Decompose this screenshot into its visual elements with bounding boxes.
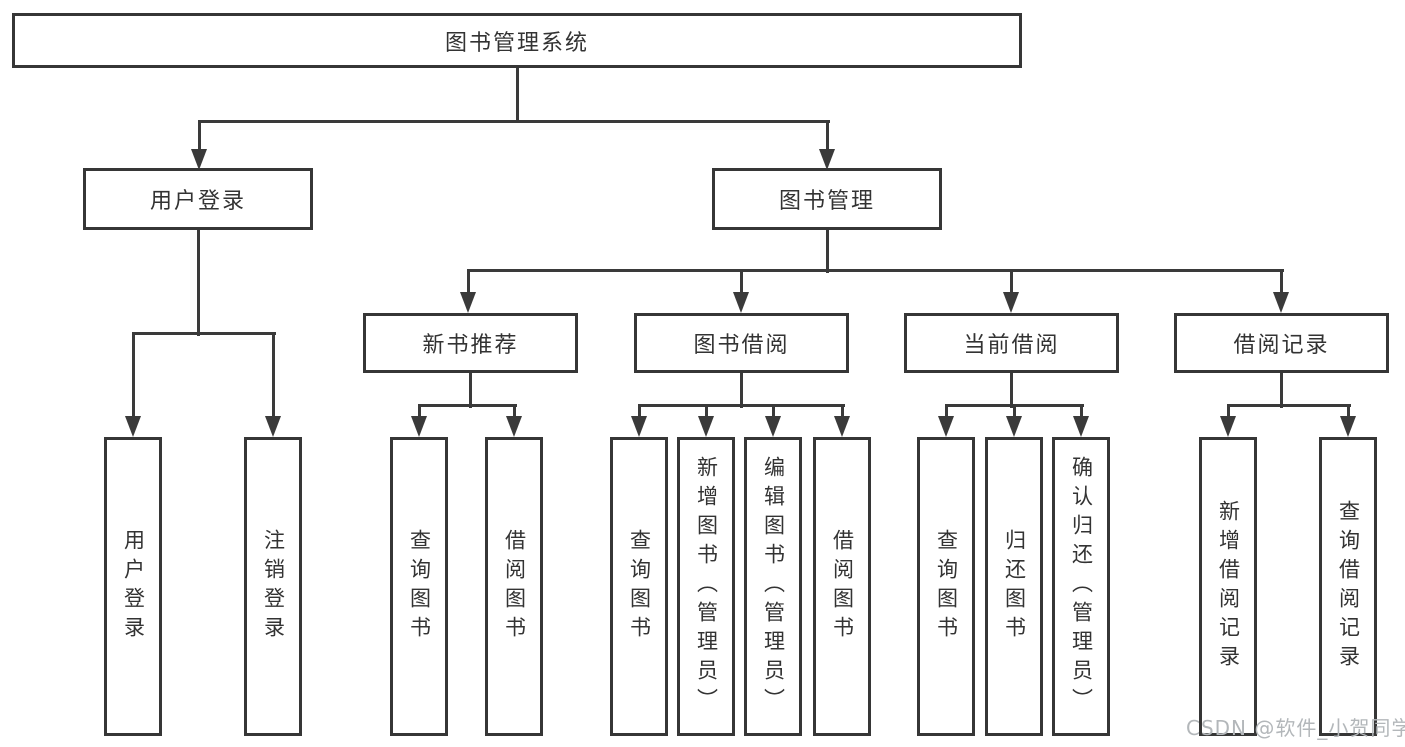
leaf-user-login: 用户登录: [104, 437, 162, 736]
arrowhead-down-icon: [698, 416, 714, 437]
connector-line-vertical: [637, 405, 641, 417]
arrowhead-down-icon: [733, 292, 749, 313]
connector-line-vertical: [1012, 405, 1016, 417]
connector-line-vertical: [512, 405, 516, 417]
connector-line-vertical: [1009, 373, 1013, 408]
leaf-br-add-record: 新增借阅记录: [1199, 437, 1257, 736]
connector-line-vertical: [1346, 405, 1350, 417]
leaf-cb-return-books: 归还图书: [985, 437, 1043, 736]
connector-line-vertical: [739, 373, 743, 408]
connector-line-vertical: [1279, 373, 1283, 408]
arrowhead-down-icon: [1003, 292, 1019, 313]
leaf-logout: 注销登录: [244, 437, 302, 736]
arrowhead-down-icon: [506, 416, 522, 437]
node-label: 查询借阅记录: [1336, 499, 1361, 674]
leaf-nb-query-books: 查询图书: [390, 437, 448, 736]
connector-line-vertical: [196, 230, 200, 336]
connector-line-vertical: [840, 405, 844, 417]
arrowhead-down-icon: [1220, 416, 1236, 437]
arrowhead-down-icon: [125, 416, 141, 437]
arrowhead-down-icon: [938, 416, 954, 437]
node-label: 新书推荐: [422, 333, 519, 358]
connector-line-horizontal: [466, 268, 1284, 272]
arrowhead-down-icon: [1340, 416, 1356, 437]
connector-line-vertical: [739, 270, 743, 293]
node-label: 注销登录: [261, 528, 286, 645]
node-label: 查询图书: [627, 528, 652, 645]
leaf-bb-query-books: 查询图书: [610, 437, 668, 736]
leaf-cb-confirm-return-admin: 确认归还（管理员）: [1052, 437, 1110, 736]
connector-line-horizontal: [417, 403, 517, 407]
leaf-bb-add-books-admin: 新增图书（管理员）: [677, 437, 735, 736]
connector-line-horizontal: [944, 403, 1084, 407]
node-label: 编辑图书（管理员）: [761, 456, 786, 717]
node-library-management-system: 图书管理系统: [12, 13, 1022, 68]
node-label: 借阅记录: [1233, 333, 1330, 358]
leaf-br-query-record: 查询借阅记录: [1319, 437, 1377, 736]
node-label: 新增借阅记录: [1216, 499, 1241, 674]
connector-line-vertical: [1079, 405, 1083, 417]
connector-line-vertical: [417, 405, 421, 417]
arrowhead-down-icon: [765, 416, 781, 437]
connector-line-vertical: [197, 121, 201, 150]
arrowhead-down-icon: [460, 292, 476, 313]
connector-line-vertical: [825, 230, 829, 273]
leaf-cb-query-books: 查询图书: [917, 437, 975, 736]
connector-line-vertical: [1226, 405, 1230, 417]
node-label: 借阅图书: [502, 528, 527, 645]
arrowhead-down-icon: [265, 416, 281, 437]
node-label: 查询图书: [407, 528, 432, 645]
arrowhead-down-icon: [1273, 292, 1289, 313]
arrowhead-down-icon: [411, 416, 427, 437]
arrowhead-down-icon: [1073, 416, 1089, 437]
arrowhead-down-icon: [1006, 416, 1022, 437]
node-label: 新增图书（管理员）: [694, 456, 719, 717]
connector-line-vertical: [468, 373, 472, 408]
node-book-management: 图书管理: [712, 168, 942, 230]
connector-line-horizontal: [1226, 403, 1351, 407]
leaf-nb-borrow-books: 借阅图书: [485, 437, 543, 736]
connector-line-horizontal: [131, 331, 276, 335]
node-current-borrow: 当前借阅: [904, 313, 1119, 373]
node-borrow-records: 借阅记录: [1174, 313, 1389, 373]
node-label: 归还图书: [1002, 528, 1027, 645]
connector-line-horizontal: [197, 119, 830, 123]
connector-line-horizontal: [637, 403, 845, 407]
connector-line-vertical: [825, 121, 829, 150]
node-new-book-recommend: 新书推荐: [363, 313, 578, 373]
node-label: 图书管理系统: [444, 30, 589, 56]
connector-line-vertical: [704, 405, 708, 417]
node-label: 用户登录: [121, 528, 146, 645]
connector-line-vertical: [131, 333, 135, 417]
connector-line-vertical: [466, 270, 470, 293]
arrowhead-down-icon: [819, 149, 835, 170]
node-label: 借阅图书: [830, 528, 855, 645]
leaf-bb-borrow-books: 借阅图书: [813, 437, 871, 736]
connector-line-vertical: [515, 68, 519, 122]
connector-line-vertical: [1279, 270, 1283, 293]
watermark: CSDN @软件_小贺同学: [1186, 716, 1405, 740]
connector-line-vertical: [771, 405, 775, 417]
node-label: 确认归还（管理员）: [1069, 456, 1094, 717]
connector-line-vertical: [944, 405, 948, 417]
arrowhead-down-icon: [834, 416, 850, 437]
leaf-bb-edit-books-admin: 编辑图书（管理员）: [744, 437, 802, 736]
arrowhead-down-icon: [191, 149, 207, 170]
arrowhead-down-icon: [631, 416, 647, 437]
connector-line-vertical: [1009, 270, 1013, 293]
node-label: 用户登录: [149, 189, 246, 214]
node-label: 查询图书: [934, 528, 959, 645]
node-label: 当前借阅: [963, 333, 1060, 358]
node-user-login: 用户登录: [83, 168, 313, 230]
connector-line-vertical: [271, 333, 275, 417]
node-label: 图书管理: [778, 189, 875, 214]
node-label: 图书借阅: [693, 333, 790, 358]
node-book-borrow: 图书借阅: [634, 313, 849, 373]
